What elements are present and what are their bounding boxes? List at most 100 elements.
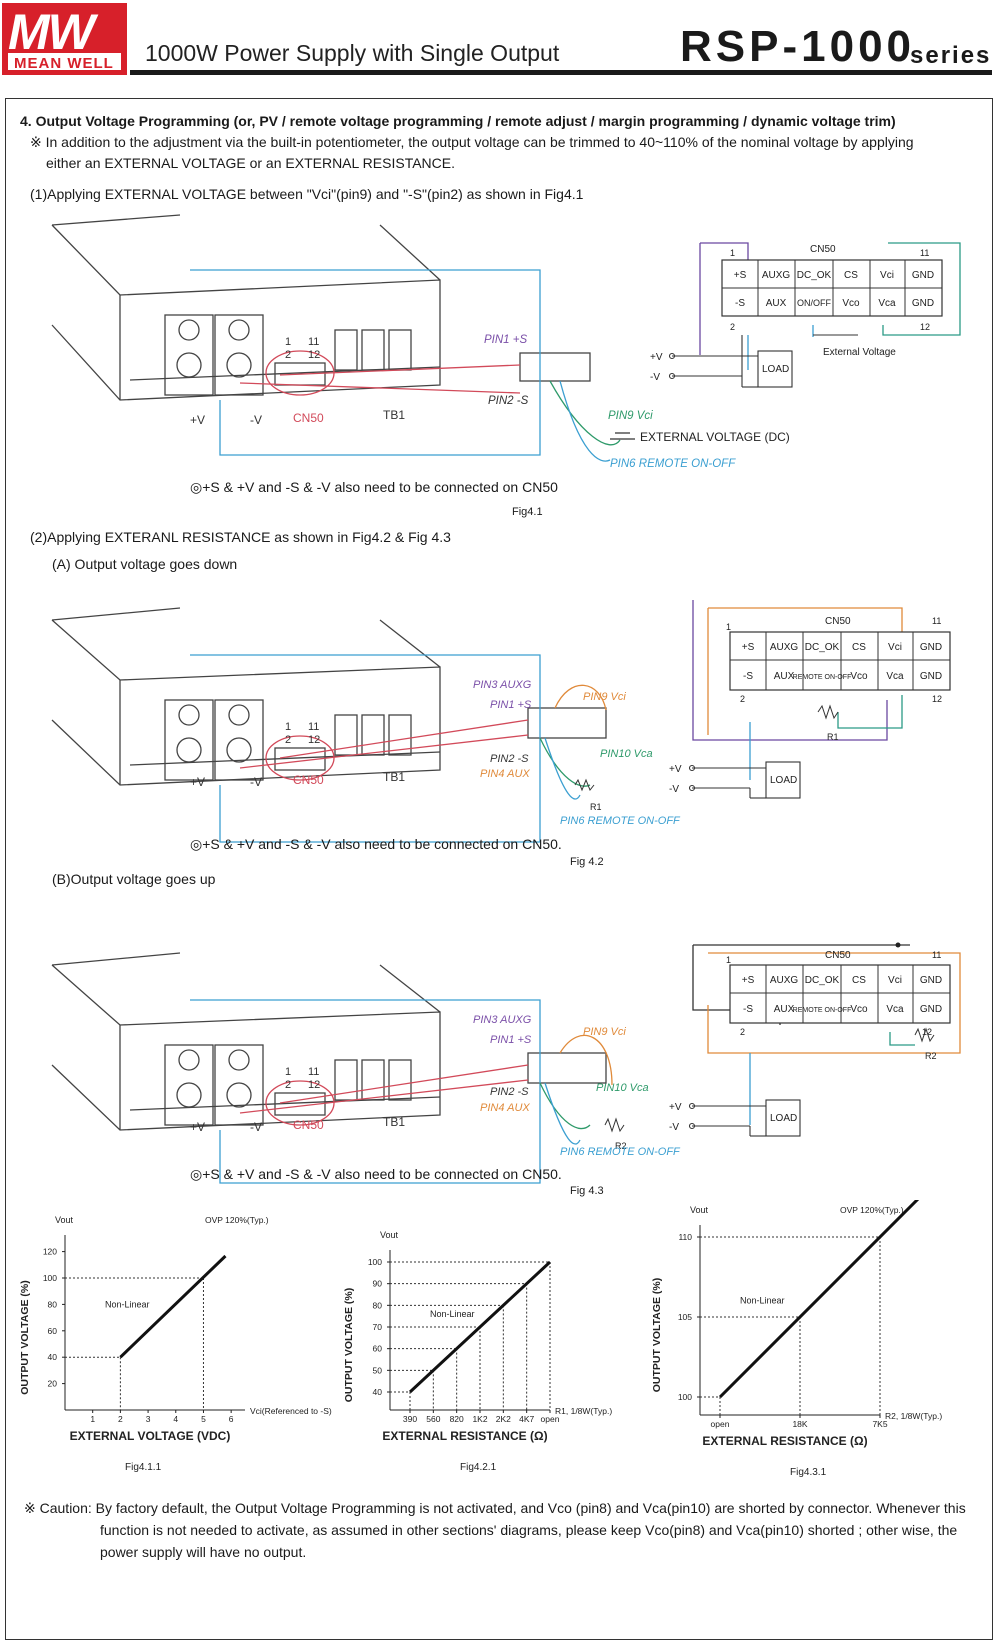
- cn50-cell: Vca: [886, 671, 904, 682]
- content-frame: [5, 98, 993, 1640]
- pin6-label: PIN6 REMOTE ON-OFF: [610, 458, 736, 470]
- x-tick-label: 6: [229, 1414, 234, 1424]
- cn50-table-title: CN50: [825, 616, 851, 627]
- y-unit-label: Vout: [380, 1230, 399, 1240]
- load-minus-v: -V: [650, 372, 660, 383]
- tb-pin-2: 2: [285, 1079, 291, 1091]
- cn50-cell: Vci: [888, 642, 902, 653]
- cn50-cell: -S: [743, 1004, 753, 1015]
- load-minus-v: -V: [669, 1122, 679, 1133]
- y-unit-label: Vout: [55, 1215, 74, 1225]
- caution-line-1: ※ Caution: By factory default, the Outpu…: [24, 1500, 966, 1516]
- cn50-cell: +S: [742, 975, 755, 986]
- x-unit-label: R2, 1/8W(Typ.): [885, 1411, 942, 1421]
- cn50-num-11: 11: [920, 248, 929, 258]
- cn50-cell: GND: [920, 642, 942, 653]
- terminal-plus-v: +V: [190, 1120, 205, 1134]
- page-title: 1000W Power Supply with Single Output: [145, 40, 560, 66]
- cn50-cell: AUX: [774, 671, 795, 682]
- x-tick-label: open: [711, 1419, 730, 1429]
- pin9-label: PIN9 Vci: [608, 410, 653, 422]
- x-tick-label: 820: [450, 1414, 464, 1424]
- logo-text: MEAN WELL: [14, 55, 114, 72]
- cn50-cell: Vca: [886, 1004, 904, 1015]
- r1-small-label: R1: [590, 802, 602, 812]
- tb-pin-1: 1: [285, 336, 291, 348]
- caution-line-3: power supply will have no output.: [100, 1544, 307, 1560]
- cn50-cell: Vca: [878, 298, 896, 309]
- section-heading: 4. Output Voltage Programming (or, PV / …: [20, 113, 896, 129]
- graph-caption: Fig4.3.1: [790, 1467, 827, 1478]
- cn50-cell: Vci: [888, 975, 902, 986]
- cn50-highlight: [265, 735, 335, 781]
- model-number: RSP-1000: [680, 22, 916, 71]
- fig-4-3-caption: Fig 4.3: [570, 1185, 604, 1197]
- terminal-minus-v: -V: [250, 775, 262, 789]
- sub-a-text: (A) Output voltage goes down: [52, 556, 238, 572]
- external-voltage-source-label: External Voltage: [823, 347, 896, 358]
- cn50-cell: -S: [743, 671, 753, 682]
- cn50-cell: CS: [844, 270, 858, 281]
- fig-4-3-note: ◎+S & +V and -S & -V also need to be con…: [190, 1166, 562, 1182]
- x-tick-label: 3: [146, 1414, 151, 1424]
- graph-caption: Fig4.2.1: [460, 1462, 497, 1473]
- tb-pin-1: 1: [285, 1066, 291, 1078]
- cn50-cell: Vco: [850, 1004, 868, 1015]
- pin3-label: PIN3 AUXG: [473, 679, 532, 691]
- y-tick-label: 40: [48, 1352, 58, 1362]
- y-tick-label: 100: [368, 1257, 382, 1267]
- load-minus-v: -V: [669, 784, 679, 795]
- cn50-num-11: 11: [932, 616, 941, 626]
- cn50-num-1: 1: [726, 955, 731, 965]
- cn50-num-2: 2: [740, 694, 745, 704]
- ovp-label: OVP 120%(Typ.): [840, 1205, 904, 1215]
- pin2-label: PIN2 -S: [488, 395, 529, 407]
- load-plus-v: +V: [669, 1102, 682, 1113]
- cn50-num-12: 12: [920, 322, 930, 332]
- cn50-cell: REMOTE ON-OFF: [793, 1007, 852, 1014]
- pin2-label: PIN2 -S: [490, 1086, 529, 1098]
- cn50-num-2: 2: [730, 322, 735, 332]
- y-axis-title: OUTPUT VOLTAGE (%): [19, 1280, 31, 1395]
- cn50-cell: -S: [735, 298, 745, 309]
- y-tick-label: 120: [43, 1247, 57, 1257]
- tb1-label: TB1: [383, 770, 405, 784]
- logo-mark: MW: [8, 4, 95, 60]
- pin9-label: PIN9 Vci: [583, 691, 626, 703]
- x-axis-title: EXTERNAL RESISTANCE (Ω): [702, 1434, 867, 1448]
- x-tick-label: 4: [173, 1414, 178, 1424]
- x-axis-title: EXTERNAL RESISTANCE (Ω): [382, 1429, 547, 1443]
- pin1-label: PIN1 +S: [484, 334, 527, 346]
- series-line: [119, 1254, 227, 1359]
- tb1-label: TB1: [383, 1115, 405, 1129]
- tb1-label: TB1: [383, 408, 405, 422]
- y-tick-label: 110: [678, 1232, 692, 1242]
- cn50-num-1: 1: [730, 248, 735, 258]
- tb-pin-1: 1: [285, 721, 291, 733]
- tb-pin-2: 2: [285, 349, 291, 361]
- x-tick-label: 2: [118, 1414, 123, 1424]
- cn50-num-1: 1: [726, 622, 731, 632]
- tb-pin-11: 11: [308, 336, 319, 348]
- x-unit-label: Vci(Referenced to -S): [250, 1406, 332, 1416]
- fig-4-1-diagram: 1 2 11 12 +V -V CN50 TB1 PIN1 +S PIN2 -S…: [51, 214, 961, 470]
- cn50-label: CN50: [293, 773, 324, 787]
- cn50-cell: DC_OK: [805, 975, 840, 986]
- x-tick-label: open: [541, 1414, 560, 1424]
- x-tick-label: 5: [201, 1414, 206, 1424]
- pin4-label: PIN4 AUX: [480, 768, 530, 780]
- load-plus-v: +V: [650, 352, 663, 363]
- cn50-cell: Vco: [842, 298, 860, 309]
- pin10-label: PIN10 Vca: [600, 748, 653, 760]
- pin2-label: PIN2 -S: [490, 753, 529, 765]
- y-tick-label: 90: [373, 1279, 383, 1289]
- load-label: LOAD: [770, 775, 797, 786]
- cn50-num-12: 12: [932, 694, 942, 704]
- fig-4-2-note: ◎+S & +V and -S & -V also need to be con…: [190, 836, 562, 852]
- y-axis-title: OUTPUT VOLTAGE (%): [343, 1288, 355, 1403]
- cn50-cell: ON/OFF: [797, 298, 831, 308]
- r1-label: R1: [827, 732, 839, 742]
- series-line: [718, 1200, 920, 1399]
- header-rule: [130, 70, 992, 75]
- y-tick-label: 100: [43, 1273, 57, 1283]
